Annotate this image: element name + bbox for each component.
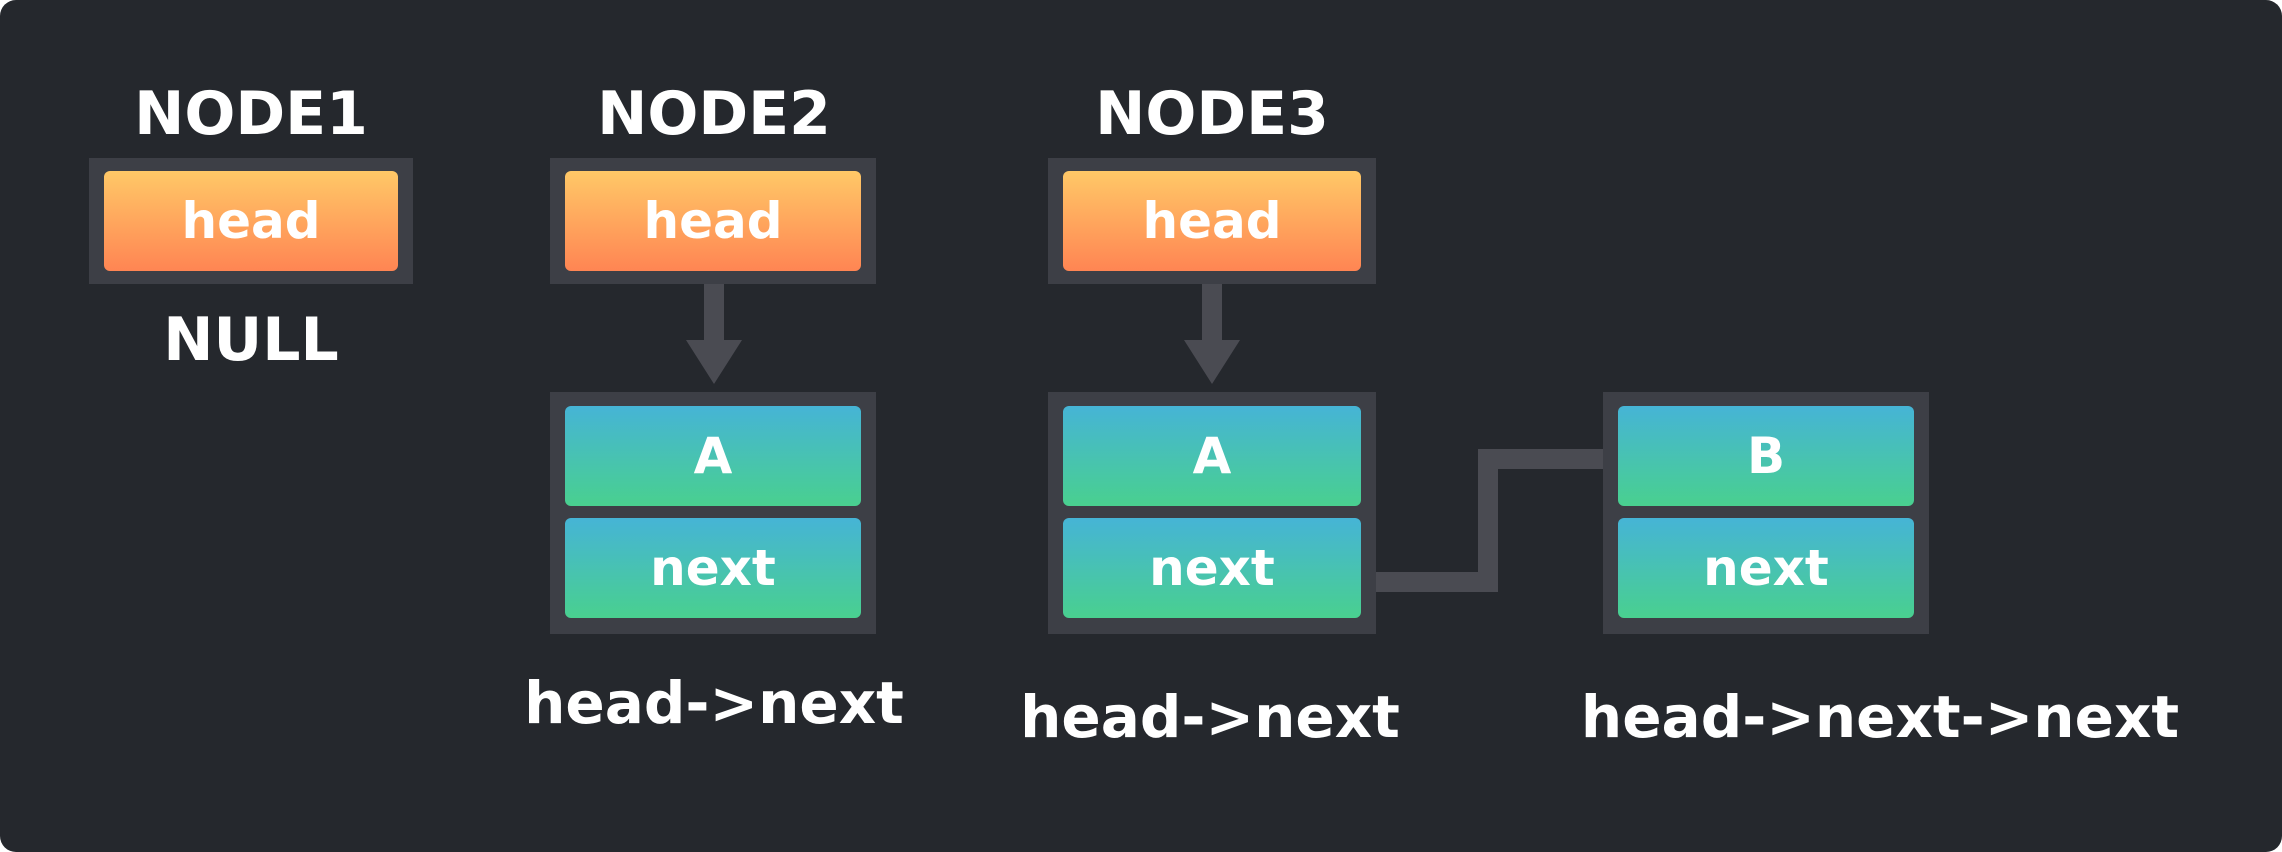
node2-element-frame: A next [550,392,876,634]
node2-element-next-label: next [650,539,776,597]
element-b-next-cell: next [1618,518,1914,618]
node1-head-frame: head [89,158,413,284]
element-b-next-label: next [1703,539,1829,597]
node3-element-value-cell: A [1063,406,1361,506]
node2-element-next-cell: next [565,518,861,618]
node3-element-next-label: next [1149,539,1275,597]
node3-element-frame: A next [1048,392,1376,634]
node1-head-cell: head [104,171,398,271]
node2-caption: head->next [524,669,904,737]
node3-head-label: head [1142,192,1282,250]
node3-head-frame: head [1048,158,1376,284]
node3-element-next-cell: next [1063,518,1361,618]
node2-head-label: head [643,192,783,250]
node2-head-frame: head [550,158,876,284]
arrow-node2-head-to-a [686,284,742,384]
node2-title: NODE2 [597,79,831,149]
node2-head-cell: head [565,171,861,271]
node3-title: NODE3 [1095,79,1329,149]
element-b-frame: B next [1603,392,1929,634]
node3-element-value: A [1192,427,1232,485]
element-b-value-cell: B [1618,406,1914,506]
node1-head-label: head [181,192,321,250]
node3-caption: head->next [1020,683,1400,751]
node3-head-cell: head [1063,171,1361,271]
element-b-caption: head->next->next [1580,683,2180,751]
node1-title: NODE1 [134,79,368,149]
node2-element-value: A [693,427,733,485]
element-b-value: B [1746,427,1786,485]
node2-element-value-cell: A [565,406,861,506]
null-label: NULL [163,305,339,375]
arrow-node3-head-to-a [1184,284,1240,384]
